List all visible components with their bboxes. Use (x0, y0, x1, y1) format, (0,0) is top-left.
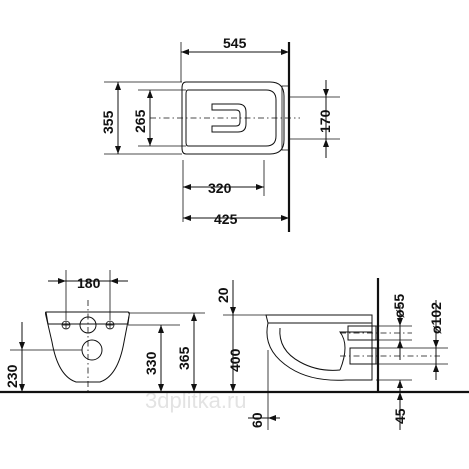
outlet-circle (81, 339, 103, 361)
dim-180-label: 180 (77, 275, 101, 291)
dim-230-label: 230 (4, 364, 20, 388)
dim-20-label: 20 (215, 287, 231, 303)
side-bowl-inner (279, 327, 341, 371)
front-seat-rim (45, 311, 130, 325)
side-view: 20 400 60 ø55 ø102 45 (215, 278, 469, 430)
front-view: 180 230 330 365 (0, 270, 255, 394)
dim-365-label: 365 (176, 346, 192, 370)
side-bowl-outline (266, 322, 373, 381)
side-trap (338, 331, 372, 371)
dim-355-label: 355 (100, 110, 116, 134)
dim-45-label: 45 (392, 408, 408, 424)
dim-265-label: 265 (132, 109, 148, 133)
dim-170-label: 170 (317, 109, 333, 133)
dim-d102-label: ø102 (428, 302, 444, 334)
dim-425-label: 425 (214, 211, 238, 227)
front-bowl-outline (45, 311, 130, 383)
seat-inner-outline (185, 89, 277, 147)
dim-320-label: 320 (208, 180, 232, 196)
dim-330-label: 330 (143, 351, 159, 375)
dim-d55-label: ø55 (391, 294, 407, 318)
lid-hinge (211, 103, 247, 133)
side-seat (265, 314, 373, 324)
top-view: 545 355 265 170 320 425 (100, 35, 340, 232)
dim-545-label: 545 (223, 35, 247, 51)
dim-60-label: 60 (249, 412, 265, 428)
dim-400-label: 400 (227, 348, 243, 372)
